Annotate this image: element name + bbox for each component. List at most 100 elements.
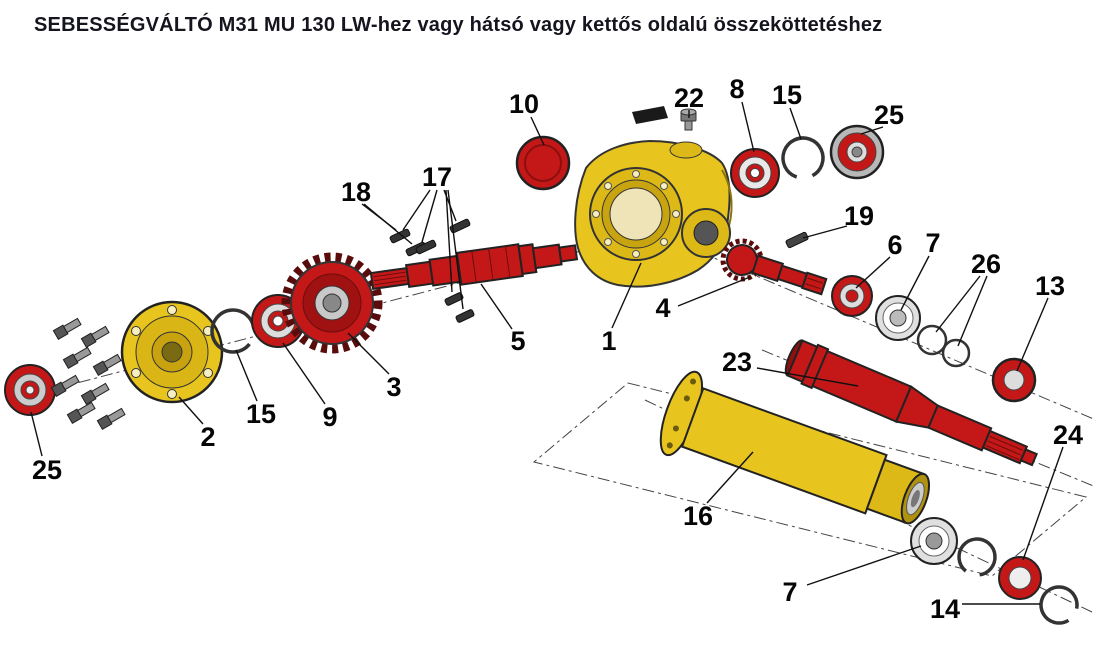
gear-teeth [281, 252, 383, 354]
bearing-part-25-top [829, 124, 885, 180]
leader-line-17 [447, 189, 464, 310]
leader-line-25-top [860, 126, 884, 135]
leader-line-17 [445, 189, 453, 293]
part-label-3: 3 [386, 372, 401, 402]
part-label-1: 1 [601, 326, 616, 356]
shaft-part-5 [369, 243, 579, 291]
bolt-hole [592, 210, 600, 218]
part-label-5: 5 [510, 326, 525, 356]
tube16-body [680, 387, 888, 515]
leader-line-10 [530, 116, 545, 146]
leader-line-6 [855, 256, 891, 289]
leader-line-17 [402, 189, 431, 231]
part-label-4: 4 [655, 293, 670, 323]
housing-bore [609, 187, 663, 241]
bolt-hole [131, 368, 141, 378]
flange-part-2 [120, 300, 224, 404]
bolt-hole [632, 170, 640, 178]
spline-line [373, 271, 406, 278]
seal-bore [1008, 566, 1032, 590]
part-label-9: 9 [322, 402, 337, 432]
part-label-15-top: 15 [772, 80, 802, 110]
flange-hole [690, 378, 697, 385]
cap-part-10 [515, 135, 571, 191]
housing-part-1 [574, 139, 733, 288]
plug-thread [684, 120, 693, 131]
snap-ring-part-15-top [781, 136, 825, 180]
groove [488, 248, 494, 281]
bolt-cluster [50, 317, 126, 431]
bolt-hole [660, 182, 668, 190]
bolt [80, 382, 110, 406]
part-label-24: 24 [1053, 420, 1083, 450]
spline-line [989, 435, 1024, 451]
breather-plate [632, 106, 668, 124]
shaft23-mid [927, 404, 993, 452]
part-label-26: 26 [971, 249, 1001, 279]
bearing-part-6 [831, 275, 873, 317]
part-label-16: 16 [683, 501, 713, 531]
leader-line-19 [802, 225, 848, 239]
part-label-25-top: 25 [874, 100, 904, 130]
leader-line-7-right [900, 255, 930, 311]
part-label-2: 2 [200, 422, 215, 452]
gear-part-3 [281, 252, 383, 354]
page-title: SEBESSÉGVÁLTÓ M31 MU 130 LW-hez vagy hát… [34, 14, 883, 36]
leader-line-3 [347, 332, 390, 375]
keys-group [389, 218, 809, 323]
dashed-reference-plane [532, 382, 1088, 577]
part-label-7-bottom: 7 [782, 577, 797, 607]
leader-line-17 [421, 189, 438, 243]
seal-part-25-left [4, 364, 56, 416]
leader-line-4 [677, 276, 751, 307]
bearing-part-8 [730, 148, 780, 198]
leader-line-1 [611, 262, 642, 329]
bolt [50, 374, 80, 398]
seal-bore [1003, 369, 1025, 391]
shaft-part-23 [784, 339, 1038, 467]
groove [504, 246, 511, 278]
shaft5-step3 [531, 243, 563, 270]
leader-line-8 [741, 101, 755, 153]
snap-ring [957, 537, 997, 577]
key-part-18 [389, 228, 411, 244]
leader-line-15-left [235, 349, 258, 402]
shaft5-step1 [404, 260, 435, 289]
bearing-inner [845, 289, 859, 303]
bolt-hole [660, 238, 668, 246]
bolt [96, 407, 126, 431]
spline-line [807, 277, 823, 284]
leader-line-5 [480, 283, 513, 330]
key-part-17 [415, 239, 437, 255]
ring-part-26 [916, 324, 948, 356]
leader-line-2 [178, 396, 204, 425]
housing-top-boss [669, 141, 703, 159]
bearing-bore [851, 146, 863, 158]
leader-line-25-left [30, 411, 43, 457]
key-part-17 [449, 218, 471, 234]
part-label-25-left: 25 [32, 455, 62, 485]
centerline-shaft23-axis [761, 349, 1097, 488]
part-label-17: 17 [422, 162, 452, 192]
bearing-inner [889, 309, 907, 327]
shaft5-main [455, 243, 524, 286]
part-label-22: 22 [674, 83, 704, 113]
bolt [52, 317, 82, 341]
spline-line [373, 275, 406, 282]
part-label-14: 14 [930, 594, 960, 624]
leader-line-23 [756, 367, 859, 387]
flange-bore [161, 341, 183, 363]
leader-line-15-top [789, 107, 802, 140]
bearing-bore [750, 168, 760, 178]
cap-rim [524, 144, 562, 182]
snap-ring-part-14 [1039, 585, 1079, 625]
snap-ring-part-15-left [210, 308, 256, 354]
key-part-19 [785, 231, 809, 249]
leader-line-13 [1016, 297, 1049, 372]
part-label-15-left: 15 [246, 399, 276, 429]
seal-part-24 [998, 556, 1042, 600]
bolt-hole [604, 182, 612, 190]
bottom-right-chain [910, 517, 1079, 625]
